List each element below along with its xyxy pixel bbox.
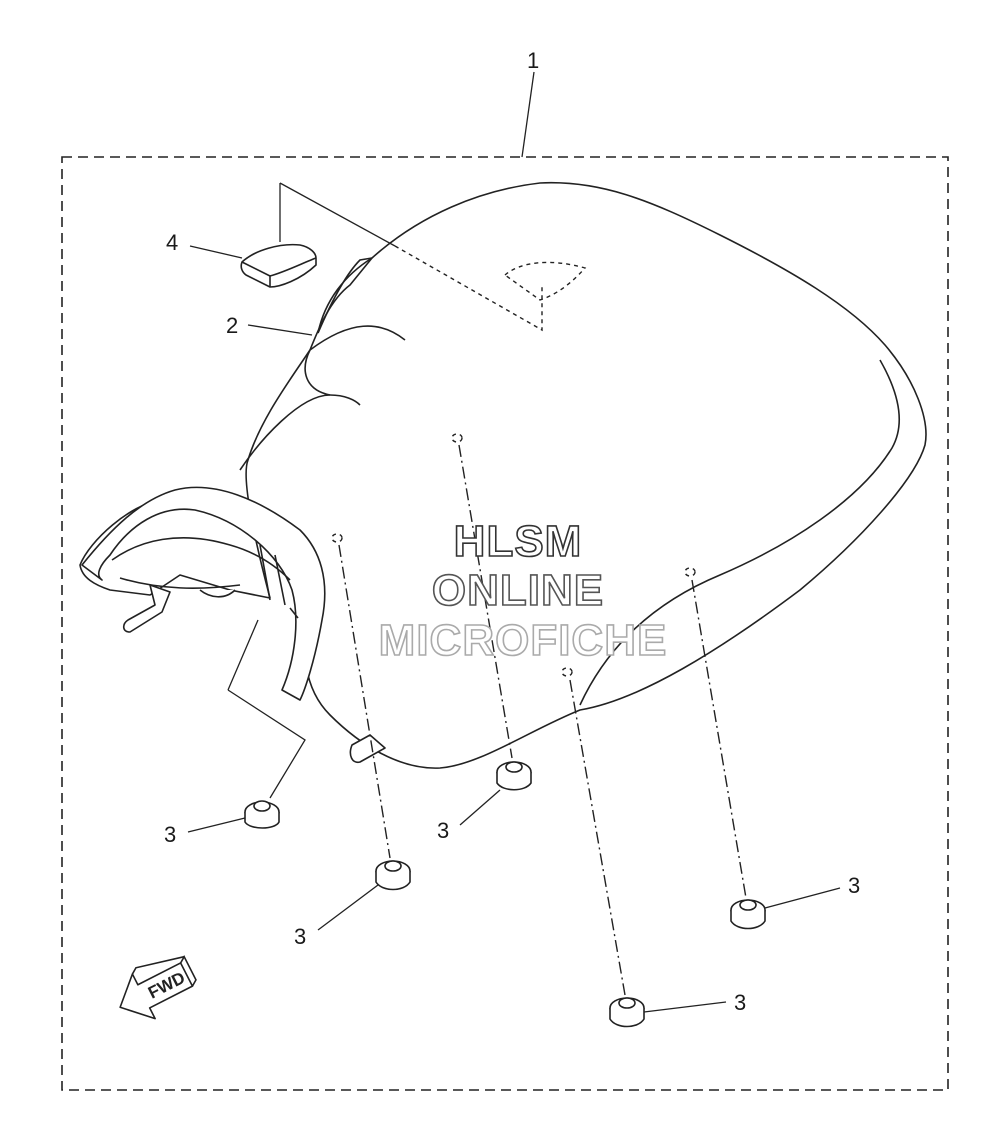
callout-1: 1 (527, 48, 539, 73)
leader-2 (247, 324, 313, 336)
seat-body (79, 181, 927, 769)
watermark-line-1: HLSM (454, 517, 583, 566)
callout-3e: 3 (848, 873, 860, 898)
grommet-3a (187, 619, 306, 833)
watermark-line-3: MICROFICHE (379, 616, 668, 665)
grommet-3b (317, 533, 411, 931)
leader-1 (521, 71, 535, 158)
grommet-3c (451, 433, 532, 826)
grommet-3d (561, 667, 727, 1028)
watermark: HLSM ONLINE MICROFICHE (378, 516, 668, 666)
callout-3d: 3 (734, 990, 746, 1015)
callout-3b: 3 (294, 924, 306, 949)
fwd-arrow-icon: FWD (119, 954, 197, 1020)
pad-part-4 (189, 182, 396, 288)
assembly-boundary (61, 156, 949, 1091)
callout-4: 4 (166, 230, 178, 255)
callout-3a: 3 (164, 822, 176, 847)
grommet-3e (684, 567, 841, 930)
callout-2: 2 (226, 313, 238, 338)
watermark-line-2: ONLINE (432, 566, 604, 615)
callout-3c: 3 (437, 818, 449, 843)
